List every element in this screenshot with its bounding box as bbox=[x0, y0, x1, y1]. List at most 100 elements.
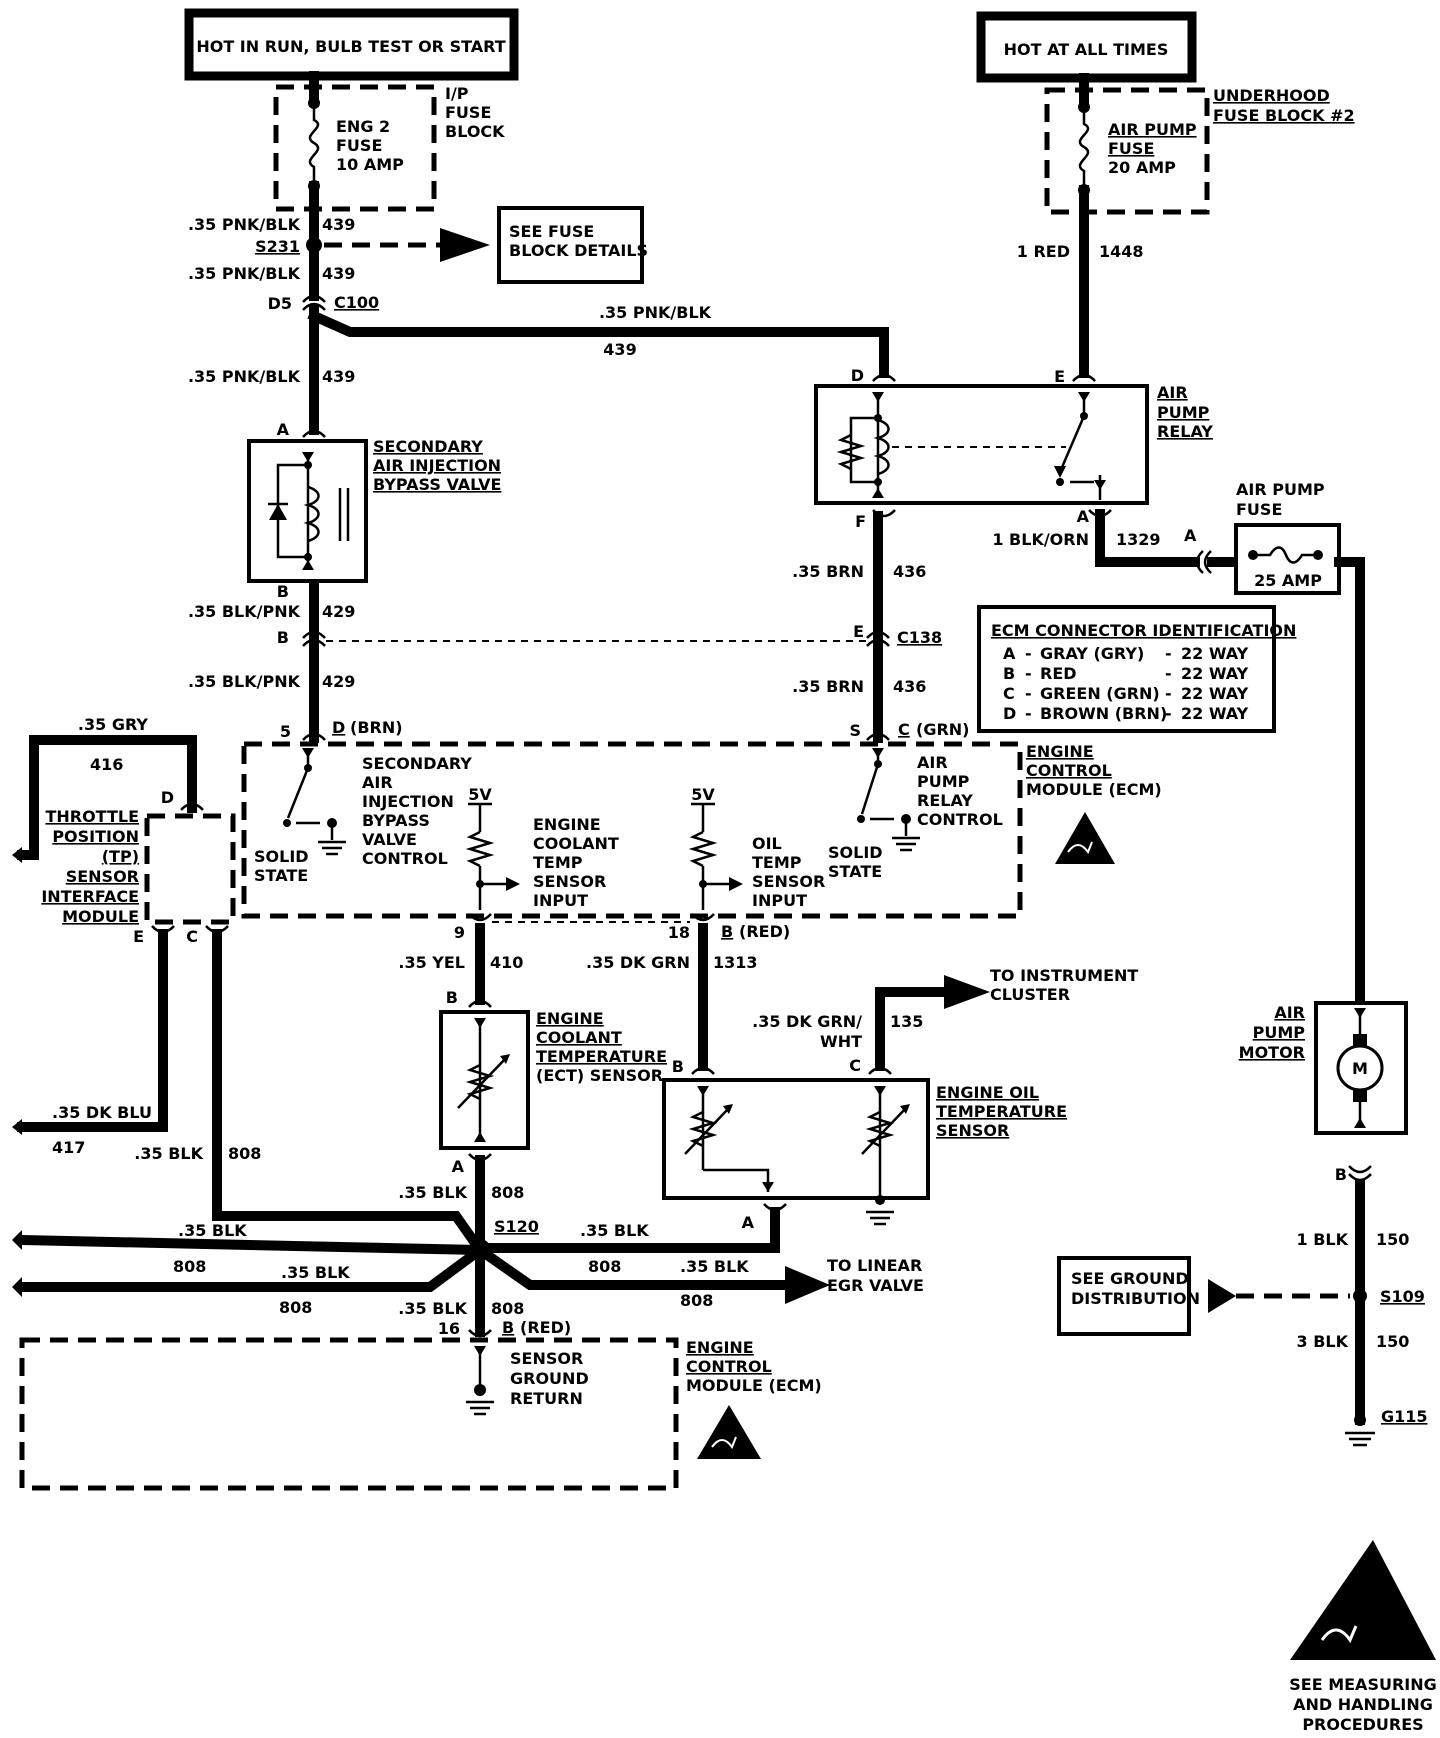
svg-text:FUSE: FUSE bbox=[1108, 139, 1154, 158]
svg-text:808: 808 bbox=[491, 1183, 524, 1202]
svg-text:SENSOR: SENSOR bbox=[66, 867, 139, 886]
wire-436: .35 BRN 436 E C138 .35 BRN 436 S C (GRN) bbox=[792, 511, 969, 743]
svg-text:(ECT) SENSOR: (ECT) SENSOR bbox=[536, 1066, 663, 1085]
svg-text:S109: S109 bbox=[1380, 1287, 1425, 1306]
svg-text:BYPASS VALVE: BYPASS VALVE bbox=[373, 475, 501, 494]
svg-text:HOT IN RUN, BULB TEST OR START: HOT IN RUN, BULB TEST OR START bbox=[196, 37, 505, 56]
svg-text:MODULE (ECM): MODULE (ECM) bbox=[1026, 780, 1162, 799]
svg-text:429: 429 bbox=[322, 602, 355, 621]
svg-text:INPUT: INPUT bbox=[752, 891, 807, 910]
esd-warning-icon bbox=[1290, 1540, 1436, 1660]
svg-text:THROTTLE: THROTTLE bbox=[45, 807, 139, 826]
svg-text:.35 PNK/BLK: .35 PNK/BLK bbox=[188, 367, 301, 386]
see-ground-distribution: SEE GROUND DISTRIBUTION bbox=[1057, 1256, 1350, 1336]
ecm-connector-table: ECM CONNECTOR IDENTIFICATION A - GRAY (G… bbox=[977, 605, 1296, 733]
svg-text:TEMP: TEMP bbox=[752, 853, 802, 872]
svg-text:808: 808 bbox=[173, 1257, 206, 1276]
wire-1329: 1 BLK/ORN 1329 A bbox=[992, 509, 1241, 574]
ect-sensor: .35 YEL 410 B ENGINE COOLANT TEMPERATURE… bbox=[398, 923, 667, 1255]
svg-text:SEE MEASURING: SEE MEASURING bbox=[1289, 1675, 1437, 1694]
svg-text:CONTROL: CONTROL bbox=[362, 849, 448, 868]
svg-text:-: - bbox=[1165, 664, 1172, 683]
svg-text:.35 BLK/PNK: .35 BLK/PNK bbox=[188, 602, 301, 621]
svg-text:808: 808 bbox=[228, 1144, 261, 1163]
svg-text:22 WAY: 22 WAY bbox=[1181, 684, 1249, 703]
svg-text:INPUT: INPUT bbox=[533, 891, 588, 910]
svg-text:22 WAY: 22 WAY bbox=[1181, 704, 1249, 723]
svg-text:5: 5 bbox=[280, 722, 291, 741]
svg-text:1 RED: 1 RED bbox=[1017, 242, 1070, 261]
svg-text:1329: 1329 bbox=[1116, 530, 1161, 549]
svg-text:S231: S231 bbox=[255, 237, 300, 256]
svg-text:410: 410 bbox=[490, 953, 523, 972]
svg-text:808: 808 bbox=[588, 1257, 621, 1276]
svg-text:SENSOR: SENSOR bbox=[752, 872, 825, 891]
svg-text:.35 BLK: .35 BLK bbox=[178, 1221, 247, 1240]
splice-s231 bbox=[306, 237, 322, 253]
svg-text:INJECTION: INJECTION bbox=[362, 792, 454, 811]
svg-text:ENGINE: ENGINE bbox=[1026, 742, 1094, 761]
svg-text:AIR: AIR bbox=[917, 753, 948, 772]
tp-sensor-interface-module: .35 GRY 416 D THROTTLE POSITION (TP) SEN… bbox=[12, 715, 487, 1257]
svg-text:E: E bbox=[853, 622, 864, 641]
svg-text:(TP): (TP) bbox=[102, 847, 139, 866]
svg-text:CONTROL: CONTROL bbox=[686, 1357, 772, 1376]
svg-text:BLOCK: BLOCK bbox=[445, 122, 505, 141]
svg-text:ENGINE: ENGINE bbox=[533, 815, 601, 834]
svg-text:(RED): (RED) bbox=[520, 1318, 571, 1337]
svg-text:COOLANT: COOLANT bbox=[536, 1028, 622, 1047]
svg-text:MODULE: MODULE bbox=[62, 907, 139, 926]
svg-text:(RED): (RED) bbox=[739, 922, 790, 941]
svg-text:SOLID: SOLID bbox=[254, 847, 309, 866]
svg-text:HOT AT ALL TIMES: HOT AT ALL TIMES bbox=[1004, 40, 1169, 59]
svg-text:3 BLK: 3 BLK bbox=[1297, 1332, 1349, 1351]
svg-text:BROWN (BRN): BROWN (BRN) bbox=[1040, 704, 1167, 723]
svg-text:A: A bbox=[742, 1213, 755, 1232]
svg-text:TEMPERATURE: TEMPERATURE bbox=[536, 1047, 667, 1066]
svg-text:.35 BLK: .35 BLK bbox=[580, 1221, 649, 1240]
svg-text:-: - bbox=[1165, 684, 1172, 703]
svg-text:G115: G115 bbox=[1381, 1407, 1428, 1426]
svg-text:439: 439 bbox=[603, 340, 636, 359]
svg-text:SENSOR: SENSOR bbox=[533, 872, 606, 891]
svg-text:MOTOR: MOTOR bbox=[1239, 1043, 1305, 1062]
svg-text:CONTROL: CONTROL bbox=[1026, 761, 1112, 780]
svg-text:.35 BRN: .35 BRN bbox=[792, 562, 864, 581]
svg-text:AIR PUMP: AIR PUMP bbox=[1108, 120, 1197, 139]
svg-text:ENGINE: ENGINE bbox=[686, 1338, 754, 1357]
svg-text:SEE FUSE: SEE FUSE bbox=[509, 222, 594, 241]
svg-text:POSITION: POSITION bbox=[52, 827, 139, 846]
bypass-valve: A SECONDARY AIR INJECTION BYPASS VALVE B bbox=[247, 420, 501, 601]
svg-text:9: 9 bbox=[454, 923, 465, 942]
svg-text:-: - bbox=[1025, 704, 1032, 723]
svg-text:M: M bbox=[1352, 1059, 1368, 1078]
svg-text:B: B bbox=[277, 582, 289, 601]
svg-text:808: 808 bbox=[680, 1291, 713, 1310]
svg-text:417: 417 bbox=[52, 1138, 85, 1157]
svg-text:EGR VALVE: EGR VALVE bbox=[827, 1276, 924, 1295]
splice-s109 bbox=[1353, 1289, 1367, 1303]
banner-hot-in-run: HOT IN RUN, BULB TEST OR START bbox=[184, 8, 519, 81]
svg-text:.35 BLK: .35 BLK bbox=[398, 1183, 467, 1202]
svg-text:1 BLK/ORN: 1 BLK/ORN bbox=[992, 530, 1089, 549]
air-pump-fuse-25a: AIR PUMP FUSE 25 AMP bbox=[1234, 480, 1365, 1005]
svg-text:-: - bbox=[1165, 644, 1172, 663]
svg-text:TO LINEAR: TO LINEAR bbox=[827, 1256, 922, 1275]
svg-text:ECM CONNECTOR IDENTIFICATION: ECM CONNECTOR IDENTIFICATION bbox=[991, 621, 1296, 640]
svg-text:.35 PNK/BLK: .35 PNK/BLK bbox=[599, 303, 712, 322]
svg-text:B: B bbox=[277, 628, 289, 647]
svg-text:TEMPERATURE: TEMPERATURE bbox=[936, 1102, 1067, 1121]
svg-text:C: C bbox=[186, 927, 198, 946]
svg-text:D5: D5 bbox=[268, 294, 292, 313]
svg-text:S: S bbox=[849, 721, 861, 740]
svg-text:416: 416 bbox=[90, 755, 123, 774]
svg-text:(BRN): (BRN) bbox=[350, 718, 403, 737]
svg-text:.35 BLK: .35 BLK bbox=[680, 1257, 749, 1276]
svg-text:D: D bbox=[1003, 704, 1016, 723]
svg-text:439: 439 bbox=[322, 264, 355, 283]
svg-text:AIR: AIR bbox=[1157, 383, 1188, 402]
svg-text:.35 DK BLU: .35 DK BLU bbox=[52, 1103, 152, 1122]
svg-text:CONTROL: CONTROL bbox=[917, 810, 1003, 829]
svg-text:16: 16 bbox=[438, 1319, 460, 1338]
oil-temp-sensor: .35 DK GRN 1313 B C ENGINE OIL TEMPERATU… bbox=[475, 923, 1138, 1253]
